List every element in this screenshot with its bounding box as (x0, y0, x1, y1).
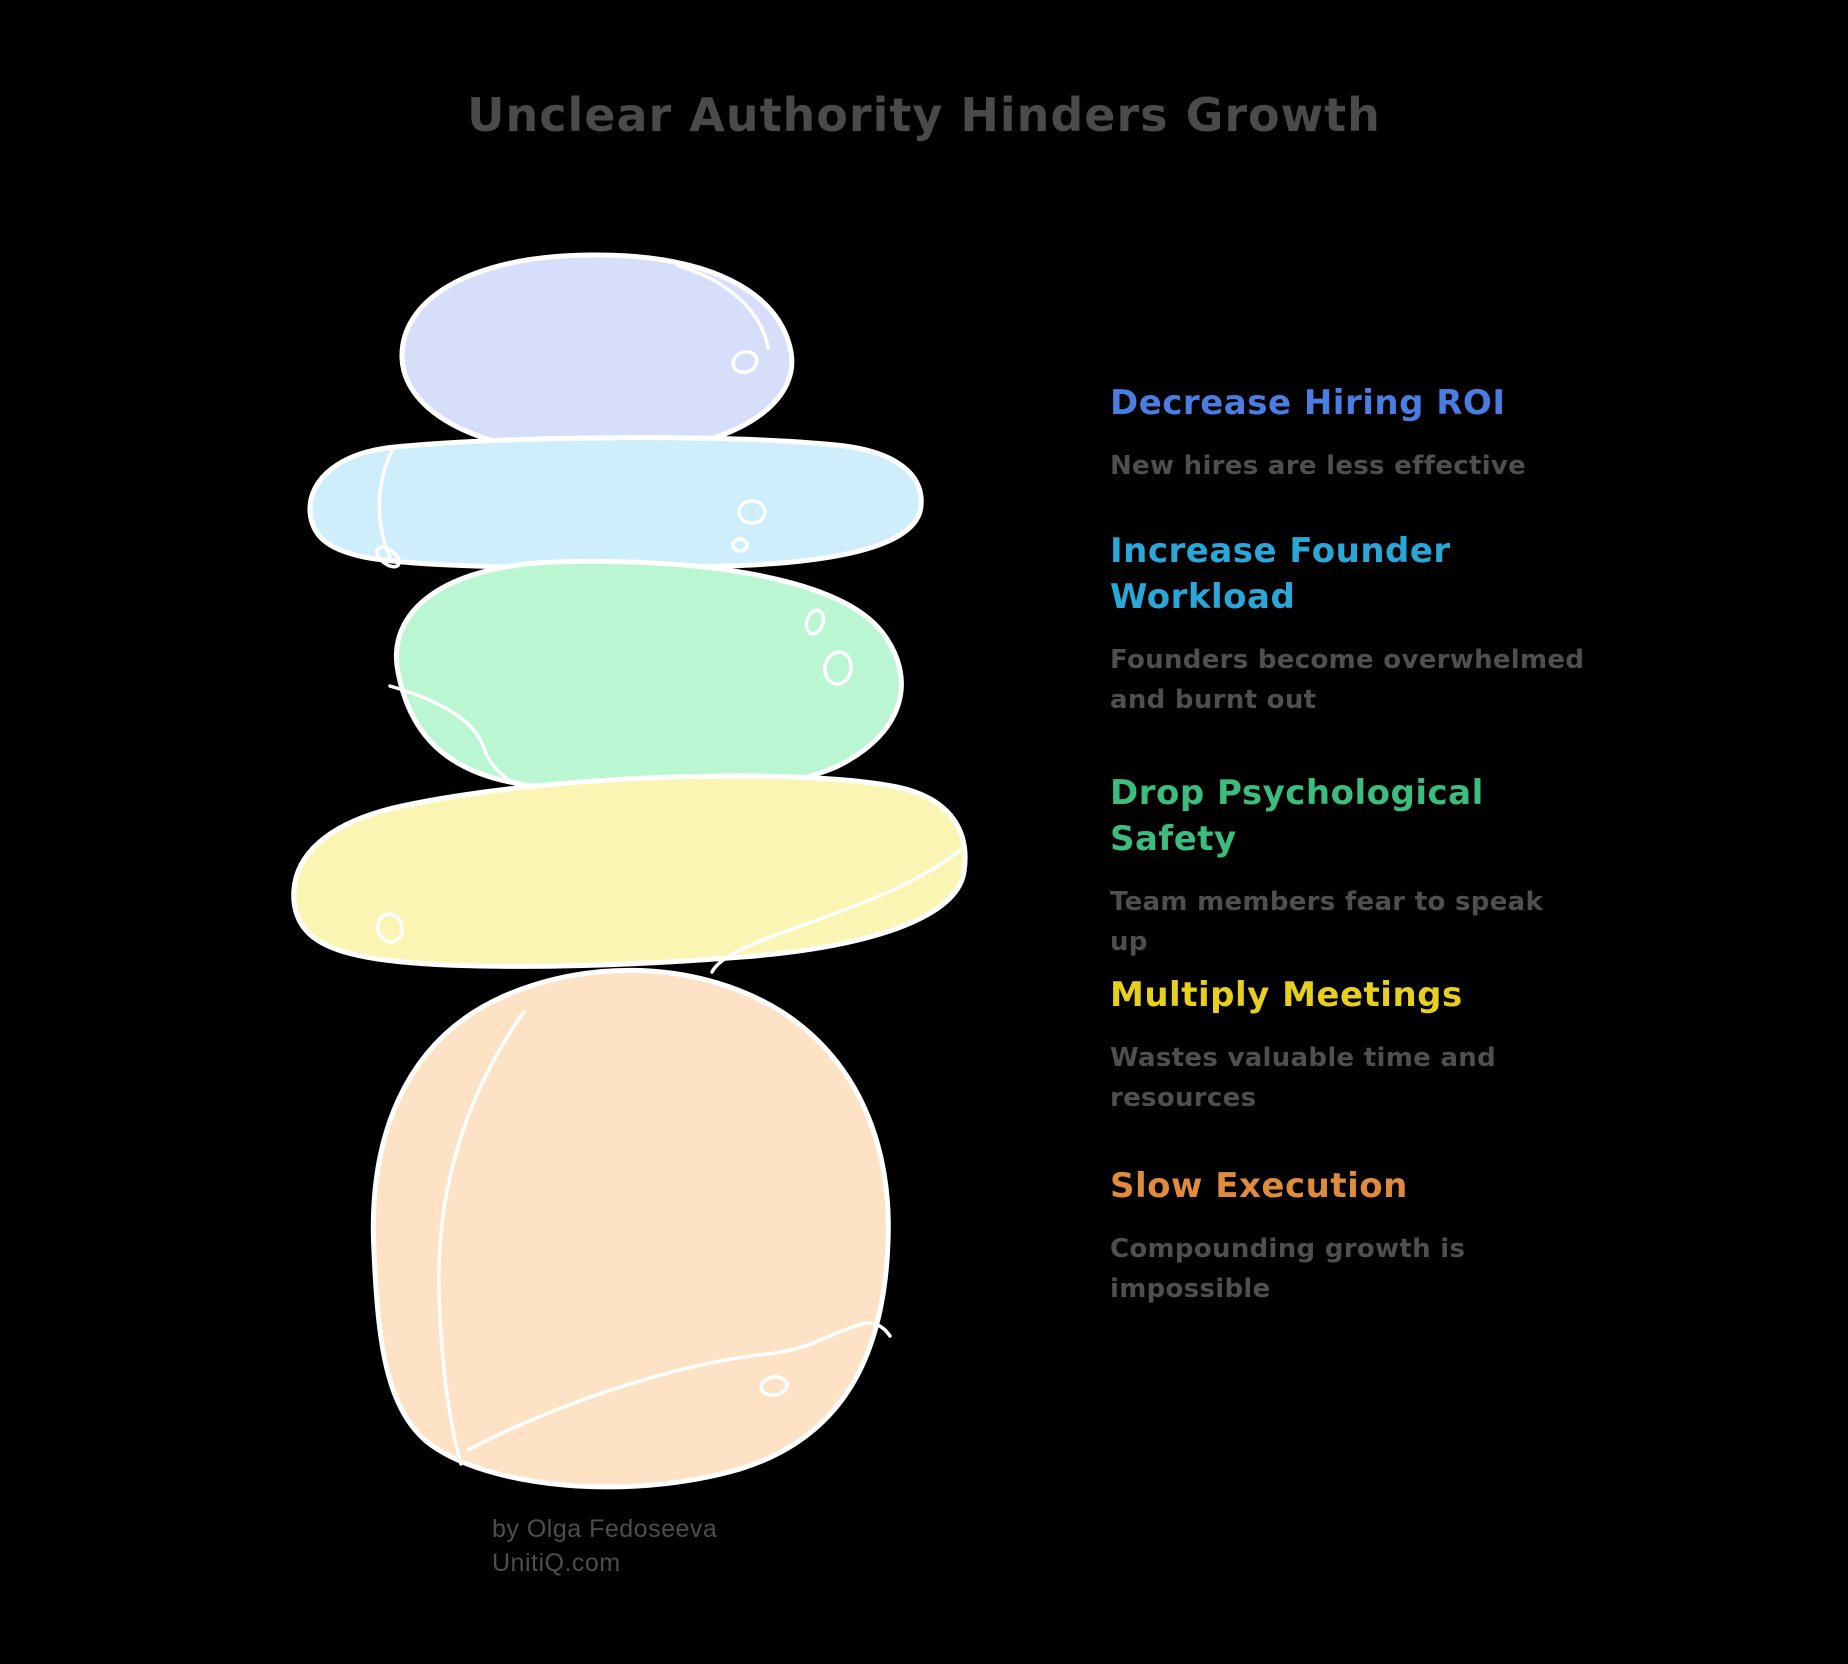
growth-impact-item-5: Slow Execution Compounding growth is imp… (1110, 1163, 1590, 1309)
impact-heading: Decrease Hiring ROI (1110, 383, 1506, 423)
stone-5-bottom-sweep-line (466, 1321, 892, 1452)
growth-impact-item-4: Multiply Meetings Wastes valuable time a… (1110, 972, 1590, 1118)
stone-1-group (399, 252, 795, 457)
impact-description: New hires are less effective (1110, 451, 1527, 481)
impact-heading: Multiply Meetings (1110, 975, 1463, 1015)
stone-4-facet-line (710, 848, 962, 974)
stone-4-group (291, 773, 968, 974)
impact-heading: Slow Execution (1110, 1166, 1408, 1206)
balanced-stones-illustration (270, 240, 980, 1500)
stone-2-group (307, 435, 924, 571)
stone-2-blob (307, 435, 924, 571)
attribution-site: UnitiQ.com (492, 1549, 621, 1577)
stone-5-blob (370, 967, 891, 1490)
stone-2-bubble-small (731, 537, 749, 553)
impact-description: Compounding growth is impossible (1110, 1234, 1466, 1304)
stone-1-speck (731, 349, 759, 375)
stone-1-blob (399, 252, 795, 457)
stone-2-edge-speck (375, 545, 401, 569)
stone-2-bubble-large (737, 499, 767, 525)
stones-svg (291, 252, 968, 1490)
stone-3-speck-small (804, 608, 826, 636)
stone-4-blob (291, 773, 968, 969)
growth-impact-item-2: Increase Founder Workload Founders becom… (1110, 528, 1590, 720)
impact-description: Team members fear to speak up (1110, 887, 1544, 957)
stone-4-speck (376, 912, 404, 944)
stone-3-group (388, 558, 904, 798)
impact-heading: Drop Psychological Safety (1110, 773, 1484, 859)
stone-3-speck-large (823, 650, 853, 686)
stone-3-facet-line (388, 684, 535, 793)
growth-impact-item-1: Decrease Hiring ROI New hires are less e… (1110, 380, 1590, 486)
attribution-author: by Olga Fedoseeva (492, 1515, 718, 1543)
page-title: Unclear Authority Hinders Growth (467, 88, 1381, 142)
attribution: by Olga Fedoseeva UnitiQ.com (492, 1512, 717, 1580)
growth-impact-item-3: Drop Psychological Safety Team members f… (1110, 770, 1590, 962)
stone-1-highlight-line (676, 264, 770, 350)
stone-5-left-facet-line (437, 1010, 526, 1466)
stone-5-speck (759, 1375, 789, 1397)
impact-description: Wastes valuable time and resources (1110, 1043, 1497, 1113)
stone-5-group (370, 967, 892, 1490)
impact-description: Founders become overwhelmed and burnt ou… (1110, 645, 1585, 715)
impact-heading: Increase Founder Workload (1110, 531, 1451, 617)
